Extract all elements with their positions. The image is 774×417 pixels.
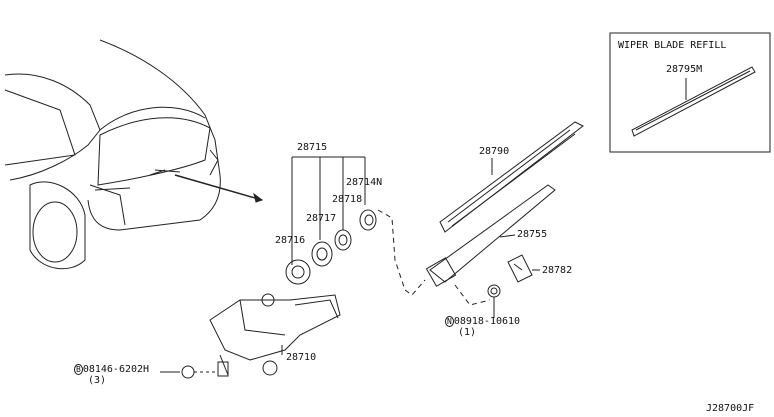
vehicle-rear-illustration (4, 39, 221, 270)
nut-part-number: 08918-10610 (453, 316, 521, 327)
nut-symbol: N (445, 316, 454, 327)
inset-title: WIPER BLADE REFILL (618, 40, 727, 51)
wiper-motor-28710 (209, 293, 341, 376)
bolt-symbol: B (74, 364, 83, 375)
leader-28755 (499, 234, 516, 238)
bushing-28716 (285, 259, 311, 285)
part-label-28716: 28716 (275, 235, 306, 246)
seal-28718 (334, 229, 352, 251)
location-arrow (174, 174, 263, 201)
part-label-28710: 28710 (286, 352, 317, 363)
bolt-08146 (160, 361, 229, 379)
wiper-refill-28795M (631, 66, 756, 137)
bolt-part-number: 08146-6202H (82, 364, 150, 375)
part-label-28714N: 28714N (346, 177, 383, 188)
wiper-blade-28790 (439, 121, 584, 233)
part-label-28715: 28715 (297, 142, 328, 153)
nut-qty: (1) (458, 327, 477, 338)
grommet-28714N (359, 209, 377, 231)
bolt-qty: (3) (88, 375, 107, 386)
cap-28717 (311, 241, 333, 267)
nut-08918 (487, 284, 501, 298)
part-label-28717: 28717 (306, 213, 337, 224)
part-label-28795M: 28795M (666, 64, 703, 75)
wiper-arm-28755 (425, 184, 556, 287)
leader-28715 (291, 156, 366, 265)
diagram-id: J28700JF (706, 403, 755, 414)
arm-cap-28782 (507, 254, 533, 283)
part-label-28790: 28790 (479, 146, 510, 157)
part-label-28718: 28718 (332, 194, 363, 205)
assembly-dashed-line (377, 209, 426, 296)
inset-box (609, 32, 771, 153)
part-label-28755: 28755 (517, 229, 548, 240)
part-label-28782: 28782 (542, 265, 573, 276)
